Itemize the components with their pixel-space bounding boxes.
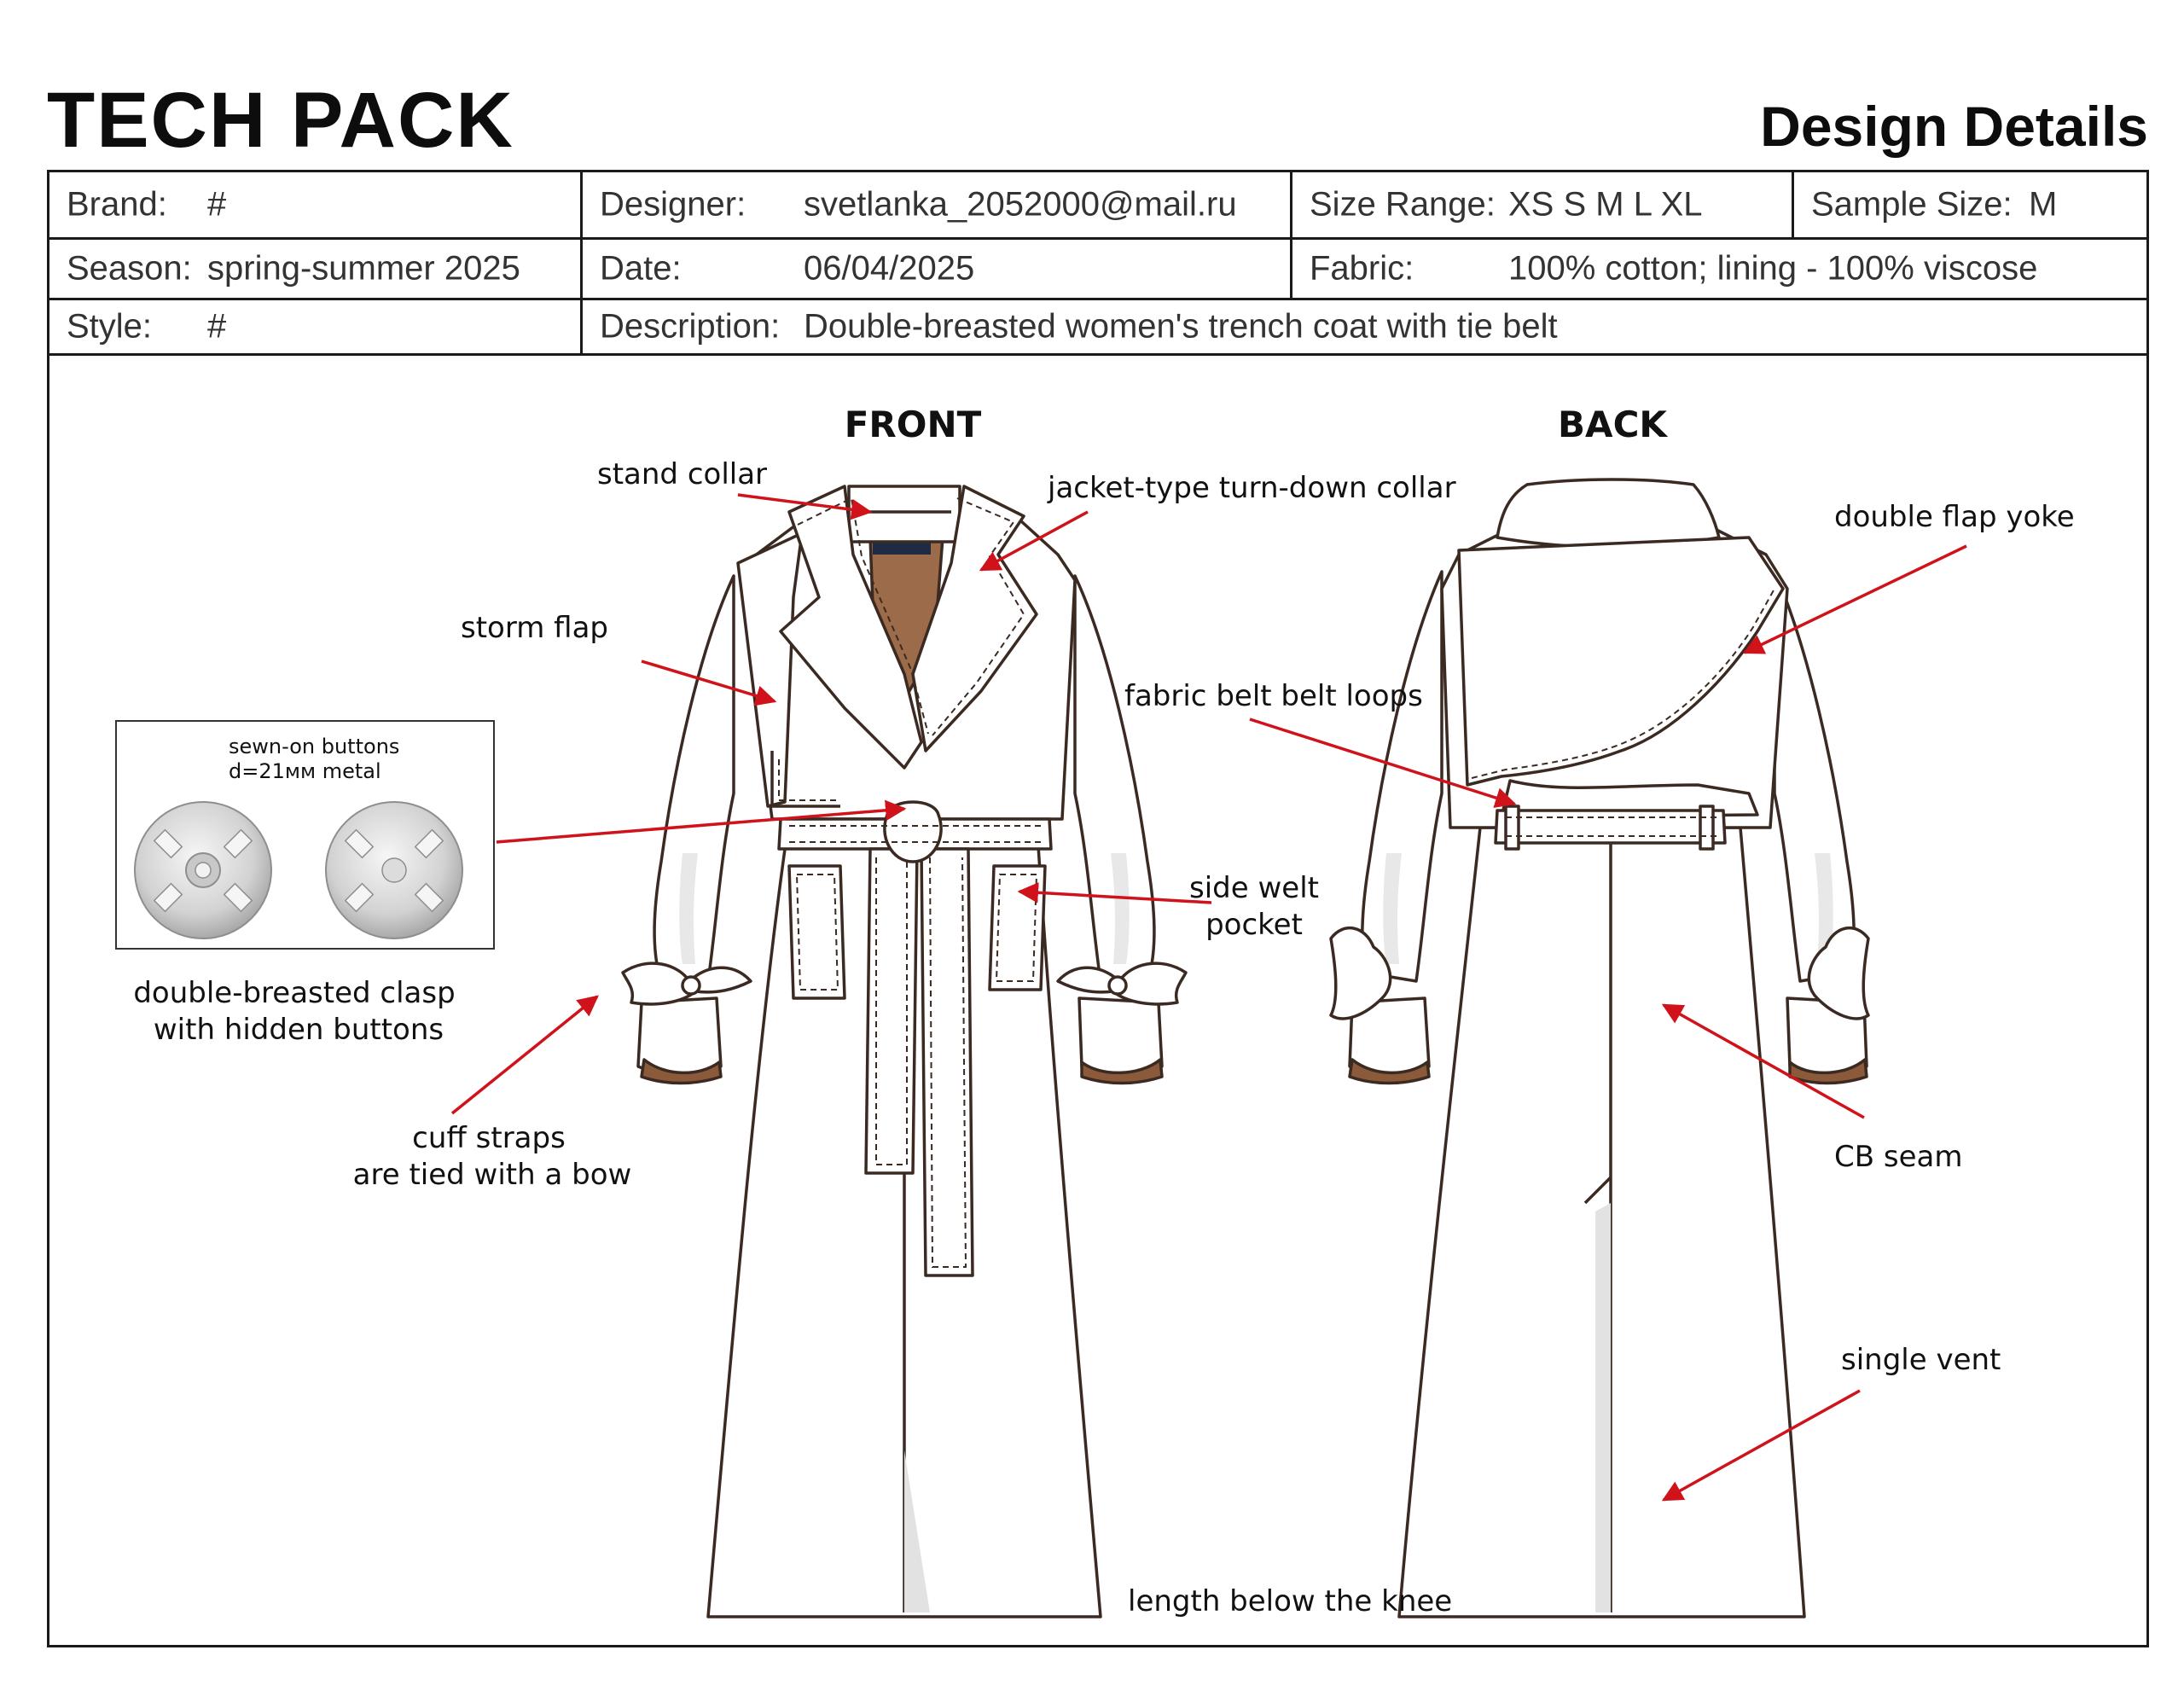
- label-stand-collar: stand collar: [597, 457, 767, 491]
- designer-value: svetlanka_2052000@mail.ru: [804, 185, 1237, 224]
- style-label: Style:: [67, 307, 153, 346]
- callout-labels: stand collar jacket-type turn-down colla…: [133, 457, 2074, 1618]
- season-value: spring-summer 2025: [207, 249, 520, 288]
- front-topstitching: [778, 497, 1043, 1268]
- style-cell: Style: #: [49, 300, 583, 353]
- designer-cell: Designer: svetlanka_2052000@mail.ru: [583, 172, 1292, 237]
- brand-value: #: [207, 185, 227, 224]
- label-clasp-1: double-breasted clasp: [133, 976, 455, 1010]
- arrow-belt-loops: [1249, 718, 1517, 808]
- page-subtitle: Design Details: [1760, 95, 2148, 158]
- date-label: Date:: [600, 249, 682, 288]
- size-range-cell: Size Range: XS S M L XL: [1292, 172, 1794, 237]
- spec-table: Brand: # Designer: svetlanka_2052000@mai…: [47, 170, 2149, 356]
- label-turn-down-collar: jacket-type turn-down collar: [1047, 471, 1456, 505]
- description-value: Double-breasted women's trench coat with…: [804, 307, 1558, 346]
- label-side-welt-1: side welt: [1189, 871, 1319, 905]
- style-value: #: [207, 307, 227, 346]
- spec-row-3: Style: # Description: Double-breasted wo…: [49, 300, 2146, 353]
- front-coat: [621, 485, 1188, 1618]
- sample-size-label: Sample Size:: [1811, 185, 2013, 224]
- arrow-turn-down-collar: [979, 510, 1089, 572]
- front-view-title: FRONT: [845, 404, 982, 445]
- brand-cell: Brand: #: [49, 172, 583, 237]
- size-range-label: Size Range:: [1310, 185, 1496, 224]
- arrow-side-welt-pocket: [1017, 882, 1212, 904]
- date-cell: Date: 06/04/2025: [583, 240, 1292, 298]
- back-coat: [1329, 478, 1870, 1618]
- button-female-icon: [325, 801, 463, 939]
- season-cell: Season: spring-summer 2025: [49, 240, 583, 298]
- fabric-label: Fabric:: [1310, 249, 1414, 288]
- arrow-clasp: [496, 799, 907, 844]
- spec-row-2: Season: spring-summer 2025 Date: 06/04/2…: [49, 240, 2146, 300]
- arrow-double-flap-yoke: [1742, 544, 1967, 654]
- date-value: 06/04/2025: [804, 249, 975, 288]
- fabric-cell: Fabric: 100% cotton; lining - 100% visco…: [1292, 240, 2146, 298]
- inset-line-1: sewn-on buttons: [229, 735, 399, 758]
- fabric-value: 100% cotton; lining - 100% viscose: [1508, 249, 2038, 288]
- label-cb-seam: CB seam: [1834, 1140, 1962, 1174]
- back-topstitching: [1471, 588, 1775, 837]
- description-label: Description:: [600, 307, 781, 346]
- arrow-single-vent: [1661, 1389, 1861, 1502]
- label-cuff-straps-2: are tied with a bow: [353, 1158, 632, 1192]
- inset-line-2: d=21мм metal: [229, 759, 381, 783]
- back-view-title: BACK: [1558, 404, 1668, 445]
- label-single-vent: single vent: [1841, 1343, 2001, 1377]
- description-cell: Description: Double-breasted women's tre…: [583, 300, 2146, 353]
- label-clasp-2: with hidden buttons: [154, 1013, 444, 1047]
- brand-label: Brand:: [67, 185, 167, 224]
- arrow-storm-flap: [641, 659, 777, 706]
- size-range-value: XS S M L XL: [1508, 185, 1703, 224]
- label-side-welt-2: pocket: [1205, 908, 1303, 942]
- arrow-cb-seam: [1661, 1003, 1865, 1119]
- label-length: length below the knee: [1128, 1584, 1452, 1618]
- drawing-frame: [47, 353, 2149, 1647]
- label-storm-flap: storm flap: [461, 611, 608, 645]
- button-male-icon: [134, 801, 272, 939]
- spec-row-1: Brand: # Designer: svetlanka_2052000@mai…: [49, 172, 2146, 240]
- arrow-cuff-straps: [450, 995, 599, 1115]
- page-title: TECH PACK: [47, 77, 514, 164]
- buttons-inset: sewn-on buttons d=21мм metal: [115, 720, 495, 950]
- sample-size-cell: Sample Size: M: [1794, 172, 2146, 237]
- designer-label: Designer:: [600, 185, 746, 224]
- callout-arrows: [450, 493, 1967, 1502]
- sample-size-value: M: [2029, 185, 2058, 224]
- label-cuff-straps-1: cuff straps: [412, 1121, 566, 1155]
- season-label: Season:: [67, 249, 192, 288]
- label-double-flap-yoke: double flap yoke: [1834, 500, 2075, 534]
- label-belt-loops: fabric belt belt loops: [1124, 679, 1423, 713]
- arrow-stand-collar: [737, 493, 873, 520]
